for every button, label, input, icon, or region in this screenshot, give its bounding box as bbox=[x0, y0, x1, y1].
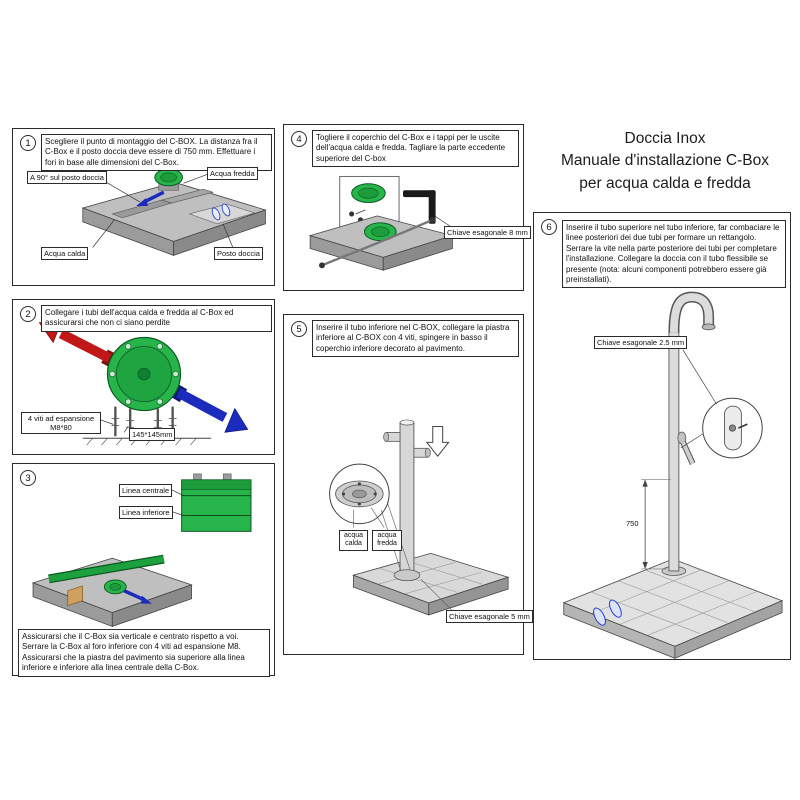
step3-number: 3 bbox=[20, 470, 36, 486]
step6-instructions: Inserire il tubo superiore nel tubo infe… bbox=[562, 220, 786, 289]
lower-tube bbox=[383, 419, 431, 576]
step5-label-wrench: Chiave esagonale 5 mm bbox=[446, 610, 533, 623]
cbox-small bbox=[103, 579, 127, 595]
step1-panel: 1 Scegliere il punto di montaggio del C-… bbox=[12, 128, 275, 286]
step2-illustration bbox=[38, 319, 249, 446]
step2-panel: 2 Collegare i tubi dell'acqua calda e fr… bbox=[12, 299, 275, 455]
step2-instructions: Collegare i tubi dell'acqua calda e fred… bbox=[41, 305, 272, 332]
step1-label-cold-water: Acqua fredda bbox=[207, 167, 258, 180]
step6-number: 6 bbox=[541, 219, 557, 235]
step3-illustration bbox=[31, 473, 252, 628]
manual-title: Doccia Inox Manuale d'installazione C-Bo… bbox=[540, 128, 790, 195]
step6-illustration bbox=[562, 291, 784, 659]
cold-water-pipe bbox=[167, 382, 249, 433]
step2-label-screws: 4 viti ad espansione M8*80 bbox=[21, 412, 101, 434]
step6-dimension-750: 750 bbox=[626, 519, 639, 528]
cbox-front-view bbox=[181, 473, 252, 532]
step6-label-wrench: Chiave esagonale 2.5 mm bbox=[594, 336, 688, 349]
platform-slab bbox=[562, 558, 784, 659]
step4-label-wrench: Chiave esagonale 8 mm bbox=[444, 226, 531, 239]
shower-spot-pad bbox=[188, 203, 256, 225]
footprints-icon bbox=[593, 599, 622, 626]
step5-label-cold-water: acqua fredda bbox=[372, 530, 402, 551]
title-line-2: Manuale d'installazione C-Box bbox=[560, 152, 770, 170]
screw-inset-circle bbox=[702, 397, 763, 459]
support-block bbox=[67, 585, 83, 607]
cbox-top-view bbox=[154, 168, 183, 191]
cbox-top bbox=[363, 222, 397, 242]
step5-illustration bbox=[329, 419, 510, 616]
floor-plate bbox=[393, 569, 421, 582]
step1-label-hot-water: Acqua calda bbox=[41, 247, 89, 260]
step1-label-shower-spot: Posto doccia bbox=[214, 247, 263, 260]
hand-shower bbox=[677, 431, 696, 466]
footprints-icon bbox=[211, 203, 231, 221]
direction-arrow bbox=[136, 190, 165, 207]
step4-panel: 4 Togliere il coperchio del C-Box e i ta… bbox=[283, 124, 531, 291]
floor-slab bbox=[81, 181, 267, 256]
plate-inset-circle bbox=[329, 463, 390, 525]
leader-lines bbox=[680, 349, 717, 449]
pipe-channels bbox=[111, 188, 215, 219]
step1-illustration bbox=[81, 168, 267, 256]
step4-instructions: Togliere il coperchio del C-Box e i tapp… bbox=[312, 130, 519, 168]
title-line-1: Doccia Inox bbox=[624, 130, 706, 147]
step5-label-hot-water: acqua calda bbox=[339, 530, 368, 551]
allen-key-icon bbox=[403, 190, 436, 224]
step4-illustration bbox=[308, 175, 454, 271]
step2-label-size: 145*145mm bbox=[129, 428, 176, 441]
cbox-body bbox=[106, 336, 182, 412]
step3-panel: 3 bbox=[12, 463, 275, 677]
title-line-3: per acqua calda e fredda bbox=[579, 174, 751, 192]
step3-label-center-line: Linea centrale bbox=[119, 484, 173, 497]
step3-instructions: Assicurarsi che il C-Box sia verticale e… bbox=[18, 629, 270, 677]
step1-label-angle: A 90° sul posto doccia bbox=[27, 171, 107, 184]
platform-slab bbox=[352, 553, 510, 616]
level-beam bbox=[48, 554, 165, 584]
step1-instructions: Scegliere il punto di montaggio del C-BO… bbox=[41, 134, 272, 172]
step5-panel: 5 Inserire il tubo inferiore nel C-BOX, … bbox=[283, 314, 533, 655]
step3-label-lower-line: Linea inferiore bbox=[119, 506, 173, 519]
shower-column bbox=[661, 291, 716, 576]
dimension-750 bbox=[641, 479, 671, 570]
cutting-tool bbox=[319, 216, 436, 269]
leader-lines bbox=[171, 489, 184, 516]
step5-number: 5 bbox=[291, 321, 307, 337]
step5-instructions: Inserire il tubo inferiore nel C-BOX, co… bbox=[312, 320, 519, 358]
leader-lines bbox=[434, 215, 453, 229]
step4-number: 4 bbox=[291, 131, 307, 147]
step1-number: 1 bbox=[20, 135, 36, 151]
push-down-arrow-icon bbox=[425, 425, 450, 458]
leader-lines bbox=[92, 174, 234, 248]
direction-arrow bbox=[123, 589, 152, 604]
step6-panel: 6 Inserire il tubo superiore nel tubo in… bbox=[533, 212, 791, 660]
step2-number: 2 bbox=[20, 306, 36, 322]
